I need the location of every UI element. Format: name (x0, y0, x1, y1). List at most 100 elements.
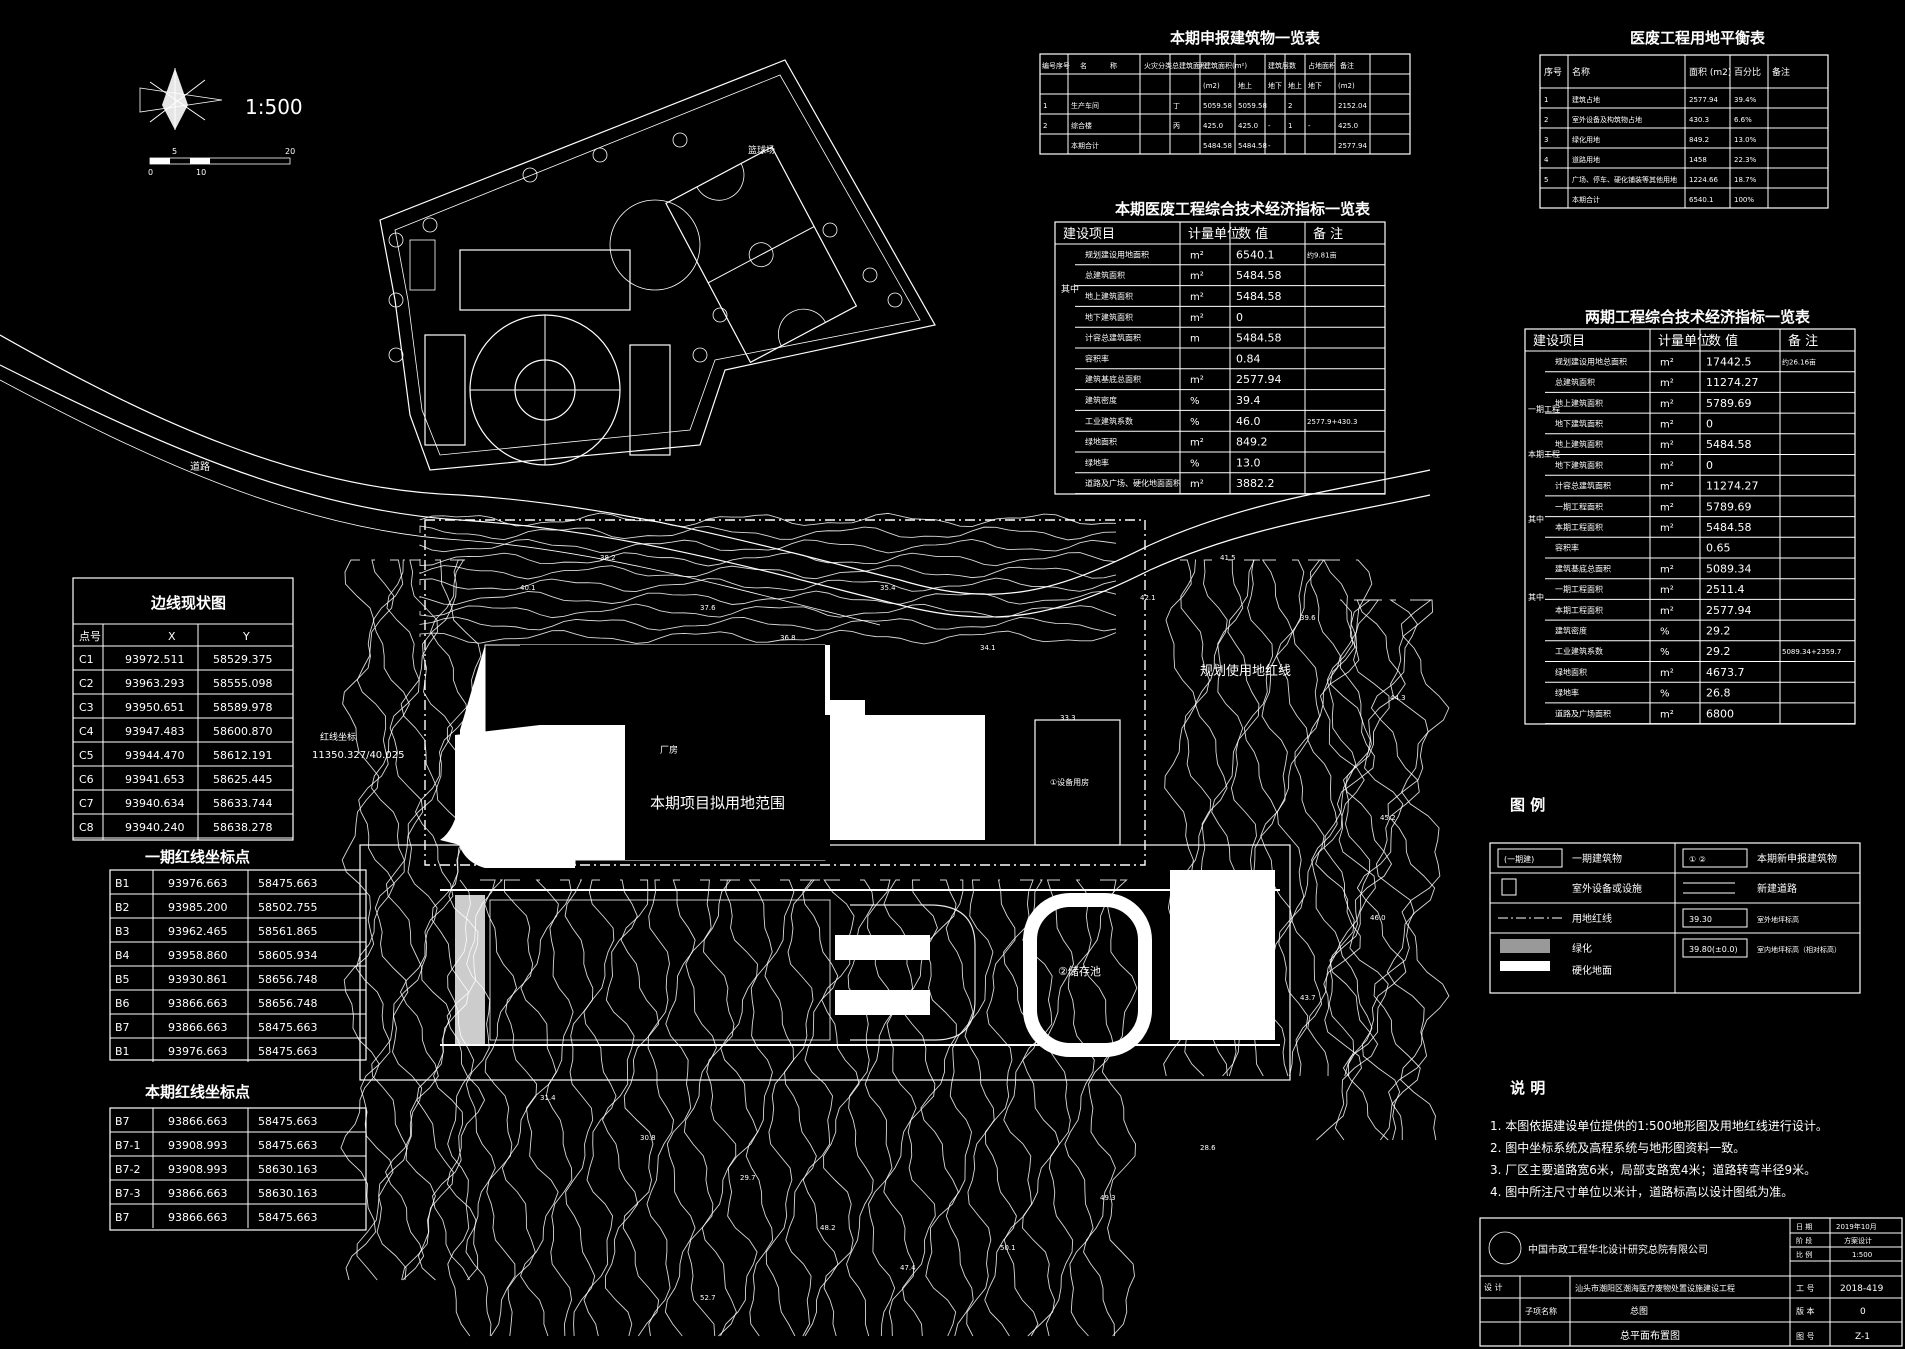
table-phase1-cell: B2 (115, 901, 130, 914)
table-boundary-cell: 58625.445 (213, 773, 273, 786)
table-two-phase-unit: % (1660, 689, 1670, 700)
table-boundary-cell: C8 (79, 821, 94, 834)
table-boundary-cell: 93940.634 (125, 797, 185, 810)
table-land-cell: 道路用地 (1572, 155, 1600, 164)
tb-sub-label: 子项名称 (1525, 1306, 1557, 1316)
table-buildings-cell: 2 (1043, 122, 1047, 130)
road-label: 道路 (190, 460, 210, 473)
table-land-cell: 1224.66 (1689, 176, 1718, 184)
table-tech-unit: m² (1190, 375, 1204, 386)
table-boundary-cell: C1 (79, 653, 94, 666)
table-buildings-cell: 5484.58 (1238, 142, 1267, 150)
table-boundary-cell: 93950.651 (125, 701, 185, 714)
elevation-mark: 36.8 (780, 634, 796, 642)
table-two-phase-value: 17442.5 (1706, 355, 1752, 368)
tb-stage: 方案设计 (1844, 1236, 1872, 1245)
tb-scale-label: 比 例 (1796, 1250, 1812, 1259)
table-two-phase-value: 0.65 (1706, 542, 1731, 555)
elevation-mark: 30.8 (640, 1134, 656, 1142)
table-two-phase-cell: 建筑基底总面积 (1555, 563, 1611, 573)
table-current-cell: 58475.663 (258, 1139, 318, 1152)
table-boundary-cell: 93963.293 (125, 677, 185, 690)
table-boundary-cell: C4 (79, 725, 94, 738)
scale-tick-3: 20 (285, 147, 295, 156)
table-two-phase-cell: 绿地率 (1555, 688, 1579, 698)
table-phase1-cell: 58656.748 (258, 997, 318, 1010)
legend-label-6: 绿化 (1572, 942, 1592, 955)
table-two-phase-value: 4673.7 (1706, 666, 1745, 679)
table-land-cell: 22.3% (1734, 156, 1757, 164)
table-tech-cell: 建筑密度 (1085, 395, 1117, 405)
table-tech-value: 2577.94 (1236, 373, 1282, 386)
table-buildings-subheader: 地下 (1268, 81, 1282, 90)
table-buildings-cell: 1 (1043, 102, 1047, 110)
table-buildings-cell: 2577.94 (1338, 142, 1367, 150)
two-phase-group-1: 本期工程 (1528, 449, 1560, 459)
scale-label: 1:500 (245, 95, 303, 119)
table-phase1-cell: 93866.663 (168, 1021, 228, 1034)
elevation-mark: 44.3 (1390, 694, 1406, 702)
pool-label: ②储存池 (1058, 964, 1101, 978)
table-two-phase-cell: 一期工程面积 (1555, 501, 1603, 511)
table-tech-note: 约9.81亩 (1307, 250, 1337, 259)
table-phase1-cell: B1 (115, 1045, 130, 1058)
table-buildings-cell: 5484.58 (1203, 142, 1232, 150)
elevation-mark: 47.4 (900, 1264, 916, 1272)
table-boundary-cell: 58529.375 (213, 653, 273, 666)
table-current-cell: 93866.663 (168, 1211, 228, 1224)
legend-label-8: 硬化地面 (1572, 964, 1612, 977)
table-land-cell: 1458 (1689, 156, 1707, 164)
table-two-phase-value: 11274.27 (1706, 480, 1759, 493)
table-tech-cell: 绿地面积 (1085, 437, 1117, 447)
table-boundary-cell: 93947.483 (125, 725, 185, 738)
table-two-phase-value: 2577.94 (1706, 604, 1752, 617)
legend-symbol-0: (一期建) (1504, 854, 1534, 864)
table-phase1-cell: 58561.865 (258, 925, 318, 938)
table-boundary-cell: 58612.191 (213, 749, 273, 762)
table-land-cell: 室外设备及构筑物占地 (1572, 115, 1642, 124)
basketball-label: 篮球场 (748, 144, 775, 156)
table-boundary-cell: 58555.098 (213, 677, 273, 690)
tree-row (388, 132, 903, 363)
tb-stage-label: 阶 段 (1796, 1236, 1812, 1245)
table-buildings-header: 火灾分类 (1144, 61, 1172, 70)
table-two-phase-cell: 规划建设用地总面积 (1555, 356, 1627, 366)
table-boundary-cell: 58638.278 (213, 821, 273, 834)
table-buildings-header: 建筑层数 (1268, 61, 1296, 70)
building1-label: ①设备用房 (1050, 777, 1089, 787)
table-current-cell: B7 (115, 1115, 130, 1128)
table-buildings-header: 建筑面积(m²) (1204, 61, 1247, 70)
table-land-cell: 3 (1544, 136, 1548, 144)
table-buildings-header: 名 (1080, 61, 1087, 70)
two-phase-group-2: 其中 (1528, 514, 1544, 524)
table-two-phase-unit: m² (1660, 523, 1674, 534)
table-two-phase-unit: m² (1660, 482, 1674, 493)
table-tech-value: 5484.58 (1236, 290, 1282, 303)
table-tech-value: 0.84 (1236, 352, 1261, 365)
table-two-phase-value: 26.8 (1706, 687, 1731, 700)
table-boundary-cell: 58589.978 (213, 701, 273, 714)
table-phase1-cell: 93958.860 (168, 949, 228, 962)
scale-tick-2: 10 (196, 168, 206, 177)
elevation-mark: 37.6 (700, 604, 716, 612)
note-3: 3. 厂区主要道路宽6米，局部支路宽4米；道路转弯半径9米。 (1490, 1162, 1816, 1177)
table-tech-cell: 建筑基底总面积 (1085, 374, 1141, 384)
table-two-phase-value: 29.2 (1706, 645, 1731, 658)
table-current-cell: 93908.993 (168, 1163, 228, 1176)
table-two-phase-value: 5789.69 (1706, 500, 1752, 513)
elevation-mark: 48.2 (820, 1224, 836, 1232)
legend-label-3: 新建道路 (1757, 882, 1797, 895)
table-current-cell: 58475.663 (258, 1115, 318, 1128)
table-buildings-cell: 425.0 (1338, 122, 1358, 130)
table-boundary-h1: X (168, 630, 176, 643)
table-buildings-cell: 5059.58 (1238, 102, 1267, 110)
table-boundary-cell: 93944.470 (125, 749, 185, 762)
table-phase1-cell: 58475.663 (258, 1021, 318, 1034)
table-phase1-cell: 93985.200 (168, 901, 228, 914)
tb-drawing-name: 总平面布置图 (1620, 1329, 1680, 1342)
table-current-cell: B7-3 (115, 1187, 141, 1200)
table-tech-value: 3882.2 (1236, 477, 1275, 490)
table-current-title: 本期红线坐标点 (145, 1083, 250, 1101)
table-tech-cell: 地下建筑面积 (1085, 312, 1133, 322)
